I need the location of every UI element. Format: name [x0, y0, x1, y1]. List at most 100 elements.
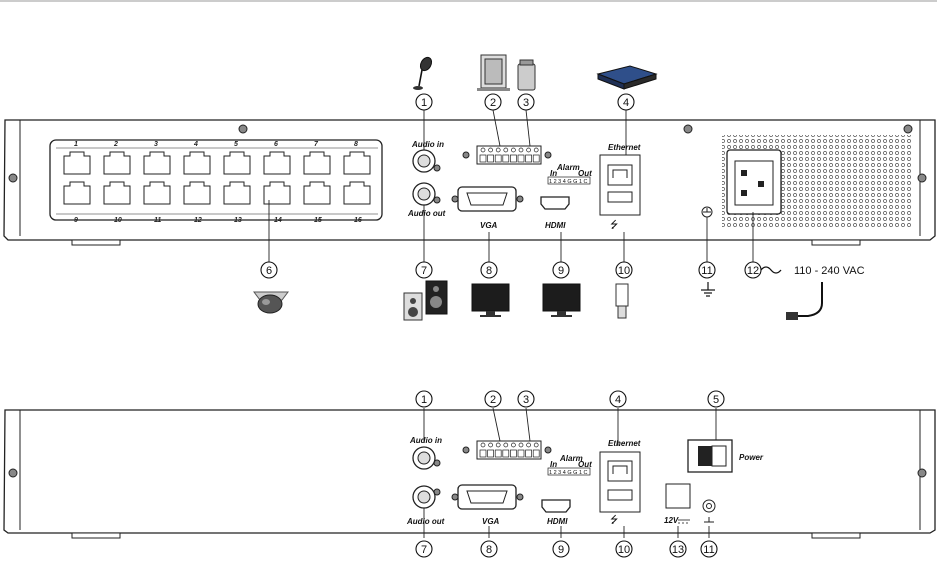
ground-icon	[703, 208, 711, 213]
poe-port	[63, 181, 91, 205]
port-number-label: 1	[74, 141, 78, 148]
poe-port	[143, 151, 171, 175]
audio-out-connector-core	[417, 490, 431, 504]
usb-icon: ⭍	[610, 514, 618, 526]
port-number-label: 8	[354, 141, 358, 148]
port-number-label: 3	[154, 141, 158, 148]
ethernet-port	[607, 164, 633, 186]
terminal-screw	[480, 442, 486, 448]
terminal-slot	[510, 449, 517, 458]
alarm-out-label: Out	[578, 169, 592, 178]
poe-port	[263, 181, 291, 205]
screw-icon	[544, 151, 552, 159]
terminal-screw	[526, 147, 531, 153]
callout-c1: 1	[415, 93, 433, 111]
screw-icon	[462, 151, 470, 159]
ground-terminal-core	[706, 503, 712, 509]
vga-monitor-icon	[471, 283, 510, 317]
terminal-slot	[525, 449, 532, 458]
ethernet-label: Ethernet	[608, 143, 641, 152]
terminal-screw	[488, 442, 493, 448]
vga-label: VGA	[482, 517, 500, 526]
terminal-slot	[502, 449, 510, 458]
callout-number: 2	[490, 97, 496, 109]
ac-inlet-socket	[734, 160, 774, 206]
audio-in-connector-core	[417, 154, 431, 168]
callout-c13: 13	[669, 540, 687, 558]
screw-icon	[516, 195, 524, 203]
terminal-slot	[532, 449, 540, 458]
power-plug-icon	[786, 312, 798, 320]
terminal-screw	[495, 147, 501, 153]
ethernet-label: Ethernet	[608, 439, 641, 448]
hdmi-monitor-icon	[542, 283, 581, 317]
poe-port	[63, 151, 91, 175]
usb-port	[607, 489, 633, 501]
terminal-slot	[502, 154, 510, 163]
alarm-pins-label: 1 2 3 4 G G 1 C	[549, 470, 588, 476]
callout-c7: 7	[415, 540, 433, 558]
ac-symbol-icon	[760, 266, 782, 274]
alarm-label: Alarm	[556, 163, 580, 172]
alarm-pin-strip	[547, 467, 591, 476]
terminal-screw	[526, 442, 531, 448]
terminal-slot	[517, 154, 525, 163]
alarm-in-label: In	[550, 460, 557, 469]
terminal-pins	[479, 147, 540, 163]
terminal-pins	[479, 442, 540, 458]
callout-c9: 9	[552, 540, 570, 558]
ethernet-port-clip	[612, 465, 628, 474]
screw-icon	[516, 493, 524, 501]
callout-c4: 4	[617, 93, 635, 111]
callout-number: 11	[703, 544, 714, 556]
poe-port	[103, 151, 131, 175]
audio-out-label: Audio out	[406, 517, 445, 526]
poe-port	[303, 151, 331, 175]
ground-icon	[701, 282, 715, 297]
poe-port	[343, 181, 371, 205]
screw-icon	[8, 173, 18, 183]
callout-c12: 12	[744, 261, 762, 279]
screw-icon	[433, 196, 441, 204]
audio-in-label: Audio in	[409, 436, 442, 445]
callout-number: 3	[523, 97, 529, 109]
callout-c3: 3	[517, 390, 535, 408]
terminal-slot	[517, 449, 525, 458]
terminal-slot	[532, 154, 540, 163]
terminal-screw	[533, 147, 539, 153]
bottom-chassis	[3, 409, 936, 534]
callout-c2: 2	[484, 93, 502, 111]
port-number-label: 5	[234, 141, 238, 148]
port-number-label: 15	[314, 217, 322, 224]
callout-c9: 9	[552, 261, 570, 279]
callout-number: 3	[523, 394, 529, 406]
callout-c1: 1	[415, 390, 433, 408]
dc-symbol-icon	[678, 519, 690, 524]
callout-c3: 3	[517, 93, 535, 111]
port-number-label: 2	[113, 141, 118, 148]
ground-icon	[704, 517, 714, 523]
terminal-slot	[510, 154, 517, 163]
terminal-screw	[503, 147, 509, 153]
callout-number: 7	[421, 544, 427, 556]
terminal-screw	[518, 147, 524, 153]
terminal-screw	[533, 442, 539, 448]
screw-icon	[462, 446, 470, 454]
vga-connector-shell	[466, 192, 508, 206]
callout-c10: 10	[615, 261, 633, 279]
poe-port	[223, 181, 251, 205]
ethernet-port	[607, 460, 633, 482]
callout-c10: 10	[615, 540, 633, 558]
top-leader-lines	[268, 109, 754, 262]
microphone-icon	[413, 56, 433, 90]
power-switch-rocker	[698, 446, 712, 466]
audio-in-connector-core	[417, 451, 431, 465]
screw-icon	[433, 164, 441, 172]
terminal-screw	[503, 442, 509, 448]
port-number-label: 10	[114, 217, 122, 224]
port-number-label: 4	[193, 141, 198, 148]
bottom-foot-right	[811, 532, 861, 539]
callout-number: 8	[486, 544, 492, 556]
